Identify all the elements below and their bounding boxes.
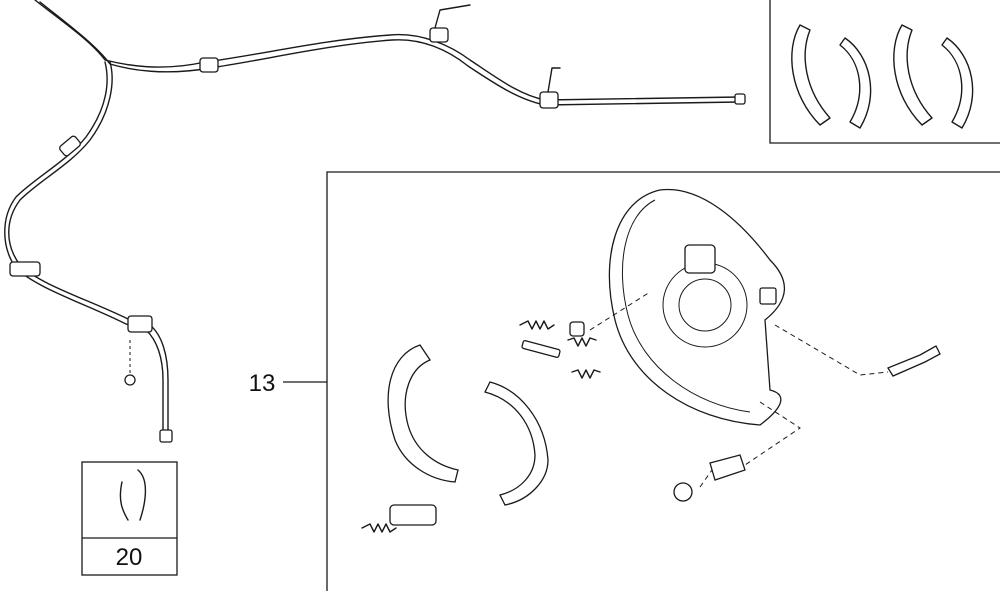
brake-shoe-kit-box xyxy=(769,0,1000,144)
cable-mount xyxy=(127,315,153,333)
mounting-bolt xyxy=(887,345,941,377)
brake-shoe-icon xyxy=(893,24,933,126)
cap-washer xyxy=(569,321,585,337)
brake-shoe-icon xyxy=(791,24,831,126)
spring-clip-icon xyxy=(119,469,147,521)
leader-lines xyxy=(589,291,889,488)
adjuster-spring-icon xyxy=(361,523,397,533)
bolt xyxy=(124,374,136,386)
brake-shoe-icon xyxy=(941,37,974,129)
brake-shoes xyxy=(387,344,549,506)
cable-end xyxy=(159,429,173,443)
backing-plate xyxy=(608,188,786,426)
brake-assembly-box: 13 xyxy=(249,171,1000,591)
brake-shoe-icon xyxy=(839,37,872,129)
cable-clip xyxy=(199,57,219,73)
brake-shoe-left xyxy=(387,344,459,483)
return-spring-icon xyxy=(519,320,555,330)
adjuster-assembly xyxy=(389,504,437,526)
retainer-cup xyxy=(673,482,693,502)
parking-brake-cable xyxy=(4,0,746,443)
brake-hardware xyxy=(361,320,941,533)
cable-bracket xyxy=(539,91,559,109)
brake-shoe-right xyxy=(484,381,549,506)
cable-end xyxy=(734,93,746,105)
mounting-block xyxy=(684,244,716,274)
cable-equalizer xyxy=(429,27,449,43)
cable-clip xyxy=(59,135,81,157)
hold-down-spring-icon xyxy=(571,369,601,379)
hold-down-spring-icon xyxy=(709,454,746,481)
hold-down-spring-icon xyxy=(567,337,597,347)
assembly-callout-number: 13 xyxy=(249,370,276,397)
clip-callout-number: 20 xyxy=(116,544,143,571)
adjuster-strut xyxy=(521,340,561,358)
cable-mount xyxy=(9,261,41,277)
mounting-block xyxy=(759,287,777,305)
clip-callout-box: 20 xyxy=(81,461,178,576)
